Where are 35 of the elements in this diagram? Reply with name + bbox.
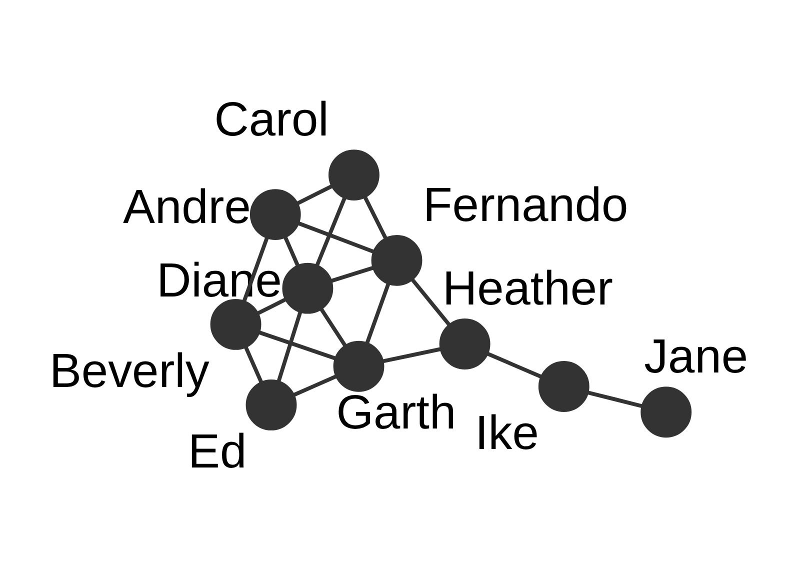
- node-circle: [246, 379, 297, 430]
- node-circle: [282, 262, 334, 314]
- connector: [258, 330, 337, 360]
- connector: [276, 311, 302, 382]
- node-label: Carol: [214, 93, 329, 146]
- node-circle: [210, 298, 262, 350]
- node-label: Heather: [442, 262, 614, 316]
- node-label: Jane: [644, 330, 748, 384]
- node-label: Fernando: [423, 178, 628, 232]
- node-circle: [333, 340, 384, 392]
- connector: [330, 266, 374, 283]
- connector: [292, 374, 337, 397]
- connector: [363, 196, 388, 239]
- connector: [365, 283, 390, 344]
- connector: [283, 236, 300, 267]
- node-label: Andre: [123, 180, 251, 234]
- node-circle: [439, 318, 490, 370]
- connector: [587, 390, 643, 408]
- connector: [298, 222, 375, 254]
- connector: [487, 352, 542, 378]
- node-label: Ike: [474, 406, 539, 460]
- connector: [411, 278, 451, 326]
- connector: [382, 347, 442, 364]
- connector: [320, 308, 348, 348]
- connector: [296, 184, 333, 206]
- node-circle: [250, 189, 301, 240]
- node-circle: [640, 386, 692, 438]
- node-label: Ed: [188, 425, 247, 478]
- node-label: Beverly: [49, 344, 210, 398]
- connector: [244, 346, 264, 384]
- node-circle: [328, 150, 380, 201]
- node-circle: [371, 234, 422, 286]
- node-circle: [538, 361, 590, 412]
- node-label: Garth: [336, 386, 456, 440]
- connector: [315, 197, 346, 266]
